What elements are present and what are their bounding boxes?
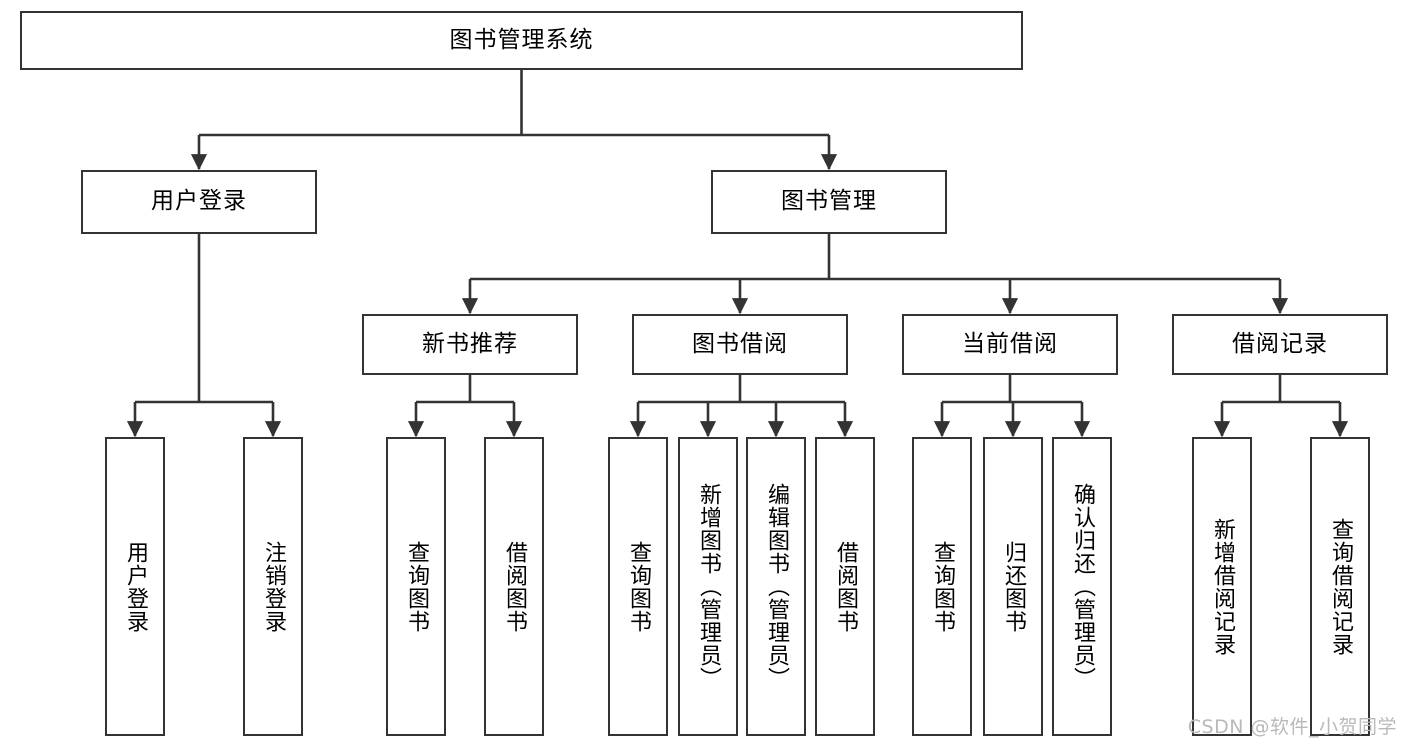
node-root[interactable]: 图书管理系统 [20,11,1023,70]
watermark-text: CSDN @软件_小贺同学 [1187,716,1397,738]
node-leaf-user-logout[interactable]: 注销登录 [243,437,303,736]
node-label: 查询图书 [403,540,429,633]
node-label: 新书推荐 [422,330,518,357]
node-label: 确认归还（管理员） [1069,483,1095,690]
node-label: 图书借阅 [692,330,788,357]
node-label: 借阅图书 [501,540,527,633]
node-leaf-add-book[interactable]: 新增图书（管理员） [678,437,738,736]
node-label: 借阅图书 [832,540,858,633]
node-label: 查询借阅记录 [1327,517,1353,656]
node-label: 图书管理 [781,188,877,215]
node-current-borrow[interactable]: 当前借阅 [902,314,1118,375]
node-leaf-borrow-book-2[interactable]: 借阅图书 [815,437,875,736]
node-label: 编辑图书（管理员） [763,483,789,690]
node-label: 借阅记录 [1232,330,1328,357]
node-leaf-query-book-2[interactable]: 查询图书 [608,437,668,736]
node-borrow-record[interactable]: 借阅记录 [1172,314,1388,375]
node-leaf-query-book-1[interactable]: 查询图书 [386,437,446,736]
node-new-book-rec[interactable]: 新书推荐 [362,314,578,375]
node-label: 查询图书 [929,540,955,633]
node-leaf-query-book-3[interactable]: 查询图书 [912,437,972,736]
node-book-manage[interactable]: 图书管理 [711,170,947,234]
node-leaf-edit-book[interactable]: 编辑图书（管理员） [746,437,806,736]
node-leaf-add-record[interactable]: 新增借阅记录 [1192,437,1252,736]
node-leaf-user-login[interactable]: 用户登录 [105,437,165,736]
node-label: 用户登录 [151,188,247,215]
node-user-login[interactable]: 用户登录 [81,170,317,234]
node-leaf-query-record[interactable]: 查询借阅记录 [1310,437,1370,736]
node-label: 图书管理系统 [449,26,594,53]
node-book-borrow[interactable]: 图书借阅 [632,314,848,375]
node-label: 新增借阅记录 [1209,517,1235,656]
node-leaf-confirm-return[interactable]: 确认归还（管理员） [1052,437,1112,736]
node-leaf-borrow-book-1[interactable]: 借阅图书 [484,437,544,736]
node-label: 用户登录 [122,540,148,633]
node-label: 当前借阅 [962,330,1058,357]
node-label: 查询图书 [625,540,651,633]
node-leaf-return-book[interactable]: 归还图书 [983,437,1043,736]
node-label: 新增图书（管理员） [695,483,721,690]
node-label: 归还图书 [1000,540,1026,633]
node-label: 注销登录 [260,540,286,633]
